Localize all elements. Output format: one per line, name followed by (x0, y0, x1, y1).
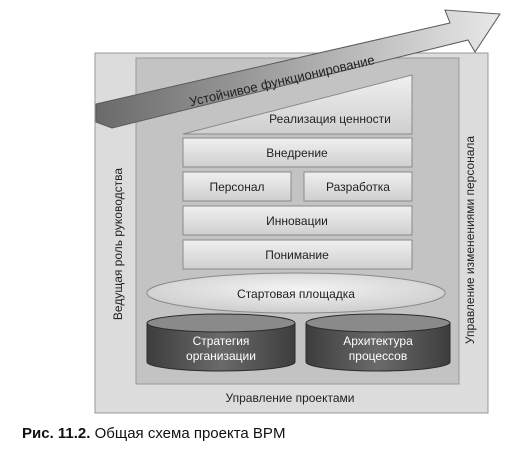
foundation-architecture-cylinder (305, 313, 451, 372)
figure-title: Общая схема проекта BPM (94, 425, 286, 442)
figure-number: Рис. 11.2. (22, 425, 91, 442)
layer-development-label: Разработка (326, 180, 390, 194)
layer-value-label: Реализация ценности (269, 112, 391, 126)
sustainable-operation-arrow (95, 9, 501, 129)
layer-personnel-label: Персонал (209, 180, 264, 194)
personnel-change-label: Управление изменениями персонала (463, 136, 477, 345)
layer-innovations-label: Инновации (266, 214, 328, 228)
layer-understanding (182, 239, 413, 270)
foundation-architecture-line2: процессов (349, 349, 407, 363)
foundation-architecture-line1: Архитектура (343, 334, 413, 348)
launch-platform (146, 272, 446, 314)
foundation-strategy-cylinder (146, 313, 296, 372)
layer-implementation (182, 137, 413, 168)
launch-platform-label: Стартовая площадка (237, 287, 355, 301)
layer-personnel (182, 171, 292, 202)
layer-understanding-label: Понимание (265, 248, 329, 262)
layer-innovations (182, 205, 413, 236)
foundation-strategy-line2: организации (186, 349, 256, 363)
project-management-label: Управление проектами (226, 391, 355, 405)
leadership-label: Ведущая роль руководства (111, 168, 125, 320)
layer-value-realization (182, 74, 413, 135)
layer-development (303, 171, 413, 202)
figure-caption: Рис. 11.2. Общая схема проекта BPM (22, 425, 285, 442)
layer-implementation-label: Внедрение (266, 146, 328, 160)
foundation-strategy-line1: Стратегия (193, 334, 250, 348)
